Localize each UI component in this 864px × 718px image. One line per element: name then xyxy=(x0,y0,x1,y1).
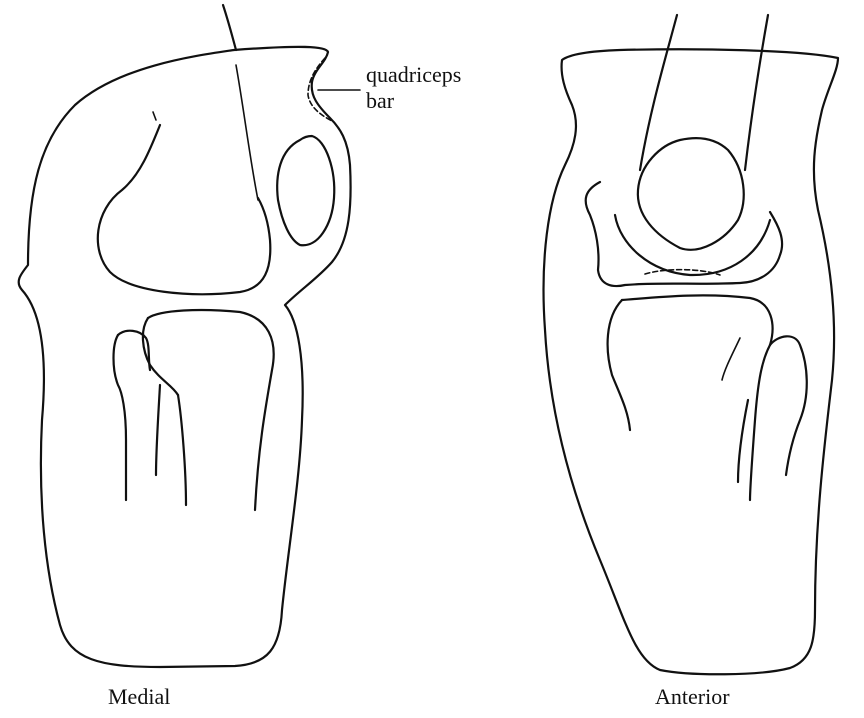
anterior-patella xyxy=(638,138,744,250)
medial-tibia-shaft-b xyxy=(178,395,186,505)
medial-condyle-tick xyxy=(153,112,156,120)
medial-thigh-line-front xyxy=(223,5,236,50)
anterior-tibial-crest xyxy=(722,338,740,380)
callout-line-1: quadriceps xyxy=(366,62,461,88)
callout-line-2: bar xyxy=(366,88,461,114)
quadriceps-bar-callout: quadriceps bar xyxy=(366,62,461,114)
anterior-condyle-arc xyxy=(615,215,770,275)
medial-view xyxy=(19,5,351,667)
anterior-tibial-plateau xyxy=(608,300,630,430)
anterior-thigh-line-right xyxy=(745,15,768,170)
medial-fibula xyxy=(114,335,127,500)
anterior-cast-outline xyxy=(544,49,838,674)
anterior-femoral-condyles xyxy=(586,182,782,286)
medial-femoral-condyle xyxy=(98,125,271,294)
anterior-view-label: Anterior xyxy=(655,686,730,708)
anterior-fibula xyxy=(770,336,807,475)
anterior-tibial-top xyxy=(622,295,773,345)
medial-view-label: Medial xyxy=(108,686,170,708)
medial-tibia-shaft-a xyxy=(156,385,160,475)
medial-thigh-line-inner xyxy=(236,65,258,200)
anterior-view xyxy=(544,15,838,674)
anterior-thigh-line-left xyxy=(640,15,677,170)
anterior-tibia-shaft xyxy=(738,400,748,482)
anterior-fibula-inner xyxy=(750,345,770,500)
medial-patella xyxy=(277,136,334,245)
medial-tibia xyxy=(148,310,274,510)
